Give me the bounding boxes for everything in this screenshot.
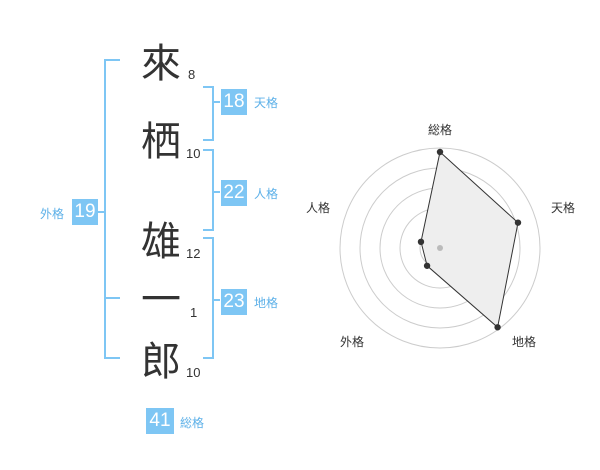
radar-label-jinkaku: 人格 — [306, 200, 330, 215]
radar-label-gaikaku: 外格 — [340, 334, 364, 349]
name-char-4: 一 — [141, 277, 181, 323]
radar-grid-ring — [339, 147, 541, 349]
radar-point-tenkaku — [514, 219, 522, 226]
radar-point-soukaku — [436, 148, 444, 156]
name-char-3: 雄 — [141, 219, 181, 265]
tenkaku-label: 天格 — [254, 96, 279, 110]
name-char-2: 栖 — [141, 119, 181, 165]
stroke-count-4: 1 — [190, 305, 198, 320]
name-char-1: 來 — [141, 41, 181, 87]
name-char-5: 郎 — [141, 339, 181, 385]
jinkaku-label: 人格 — [254, 187, 279, 201]
chikaku-bracket — [203, 237, 214, 359]
chikaku-value-badge: 23 — [221, 289, 247, 315]
radar-center-dot — [437, 245, 443, 251]
radar-point-chikaku — [494, 324, 501, 331]
radar-label-soukaku: 総格 — [428, 122, 452, 137]
chikaku-label: 地格 — [254, 296, 279, 310]
tenkaku-value-badge: 18 — [221, 89, 247, 115]
stroke-count-5: 10 — [186, 365, 201, 380]
jinkaku-bracket — [203, 149, 214, 231]
radar-polygon — [420, 151, 519, 329]
stroke-count-1: 8 — [188, 67, 196, 82]
radar-points — [417, 148, 522, 331]
stroke-count-2: 10 — [186, 146, 201, 161]
jinkaku-value-badge: 22 — [221, 180, 247, 206]
soukaku-value-badge: 41 — [146, 408, 174, 434]
gaikaku-label: 外格 — [40, 207, 65, 221]
radar-label-chikaku: 地格 — [512, 334, 536, 349]
gaikaku-value-badge: 19 — [72, 199, 98, 225]
radar-label-tenkaku: 天格 — [551, 200, 575, 215]
radar-point-jinkaku — [417, 238, 425, 246]
soukaku-label: 総格 — [180, 416, 205, 430]
gaikaku-bracket — [104, 59, 120, 359]
stroke-count-3: 12 — [186, 246, 201, 261]
tenkaku-bracket — [203, 86, 214, 141]
radar-point-gaikaku — [423, 262, 431, 269]
